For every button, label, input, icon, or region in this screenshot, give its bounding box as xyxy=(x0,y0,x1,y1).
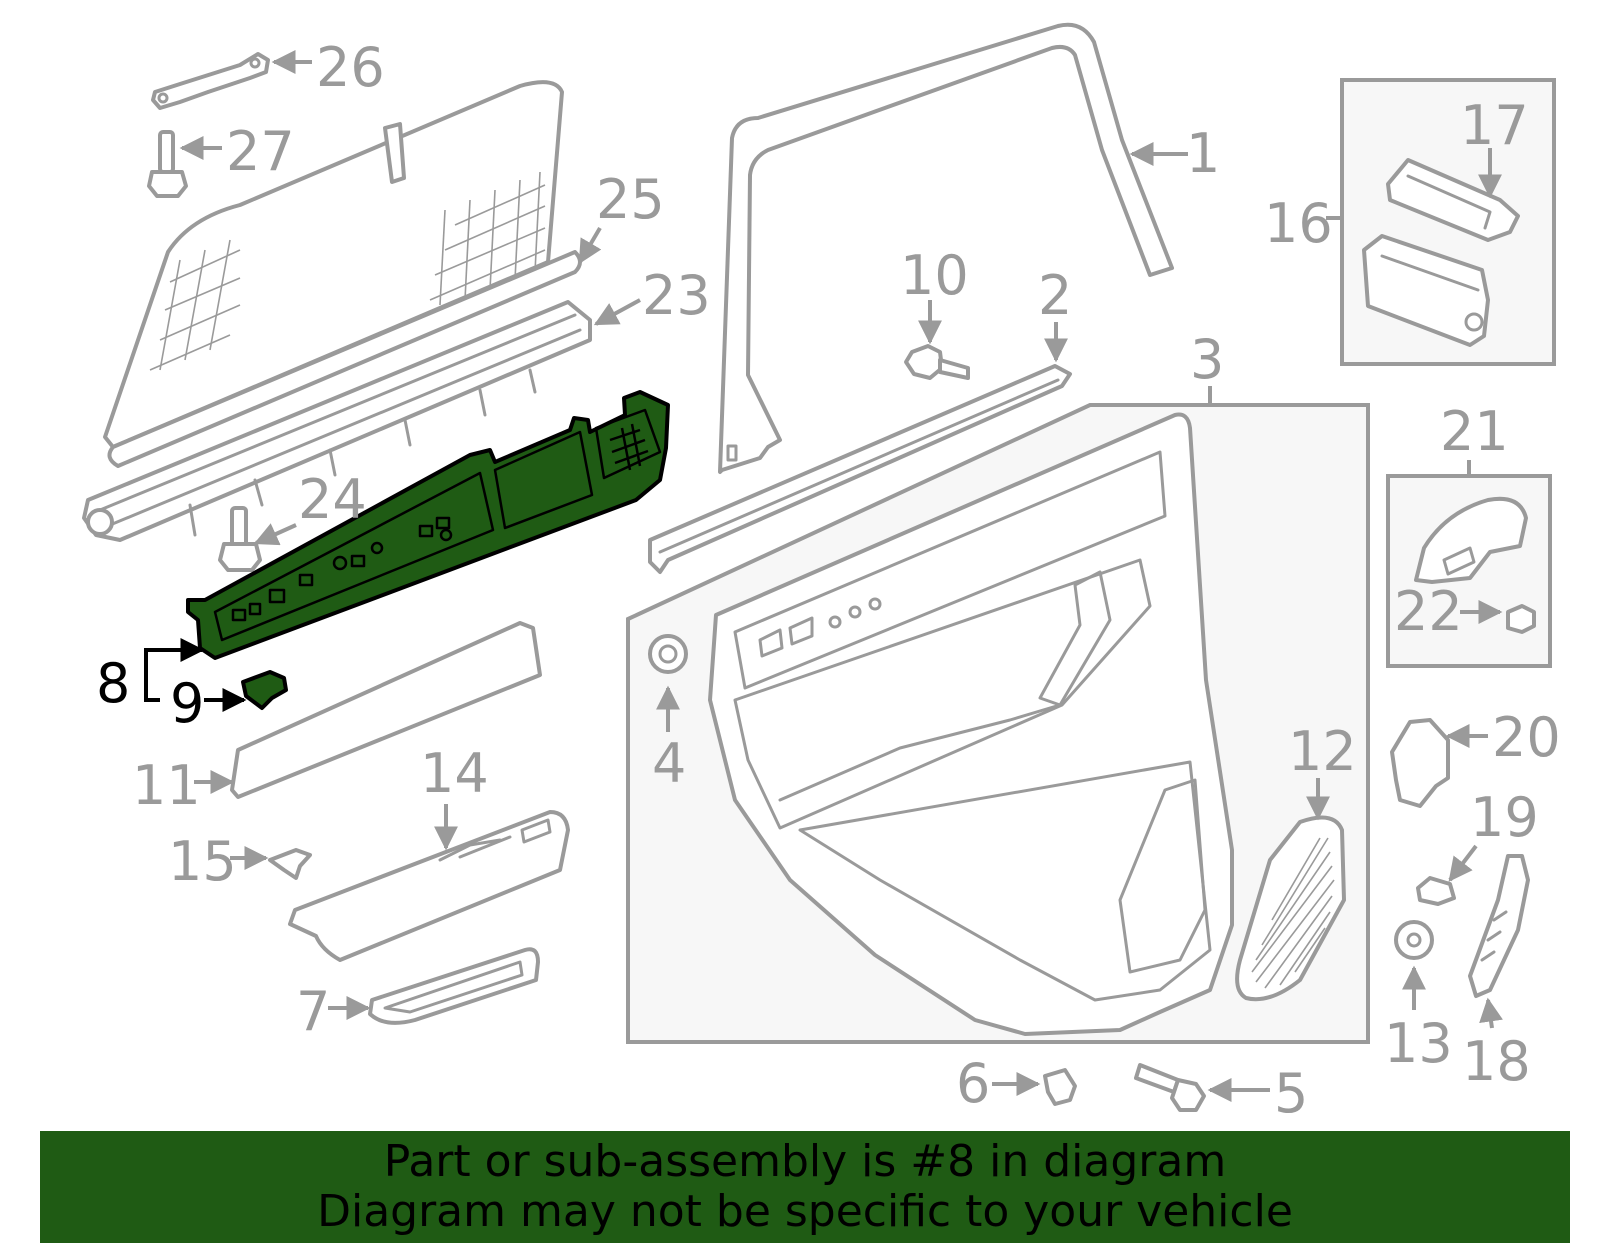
part-22-screw xyxy=(1506,604,1536,634)
callout-14: 14 xyxy=(420,742,489,805)
part-9-clip xyxy=(241,670,288,710)
part-2-belt-seal xyxy=(648,364,1072,574)
callout-25: 25 xyxy=(596,168,665,231)
callout-19: 19 xyxy=(1470,786,1539,849)
callout-1: 1 xyxy=(1186,122,1220,185)
part-23-rail xyxy=(82,300,592,542)
highlight-leaders xyxy=(144,638,247,712)
part-1-frame-moulding xyxy=(718,22,1174,474)
info-banner: Part or sub-assembly is #8 in diagram Di… xyxy=(40,1131,1570,1243)
part-14-armrest xyxy=(288,810,570,962)
callout-24: 24 xyxy=(298,468,367,531)
callout-2: 2 xyxy=(1038,264,1072,327)
callout-15: 15 xyxy=(168,830,237,893)
part-16-switch-assembly xyxy=(1340,78,1556,366)
part-18-trim-strip xyxy=(1468,854,1530,998)
part-11-trim-strip xyxy=(230,621,542,799)
callout-21: 21 xyxy=(1440,400,1509,463)
part-19-clip xyxy=(1416,876,1456,906)
part-4-clip xyxy=(648,634,688,674)
callout-7: 7 xyxy=(296,980,330,1043)
callout-8: 8 xyxy=(96,652,130,715)
part-10-bolt xyxy=(904,344,970,380)
callout-3: 3 xyxy=(1190,328,1224,391)
part-3-door-trim-panel xyxy=(626,403,1370,1044)
part-13-cap xyxy=(1394,920,1434,960)
banner-line-1: Part or sub-assembly is #8 in diagram xyxy=(383,1136,1227,1187)
callout-10: 10 xyxy=(900,244,969,307)
part-27-bolt xyxy=(147,130,188,198)
callout-17: 17 xyxy=(1460,94,1529,157)
part-15-clip xyxy=(268,848,312,880)
callout-6: 6 xyxy=(956,1052,990,1115)
part-5-bolt xyxy=(1134,1063,1206,1112)
banner-line-2: Diagram may not be specific to your vehi… xyxy=(317,1186,1293,1237)
callout-5: 5 xyxy=(1274,1062,1308,1125)
callout-11: 11 xyxy=(132,754,201,817)
callout-22: 22 xyxy=(1394,580,1463,643)
callout-26: 26 xyxy=(316,36,385,99)
leader-lines xyxy=(179,50,1503,1102)
part-21-door-handle xyxy=(1386,474,1552,668)
callout-9: 9 xyxy=(170,672,204,735)
callout-20: 20 xyxy=(1492,706,1561,769)
part-26-bracket xyxy=(151,52,270,110)
callout-18: 18 xyxy=(1462,1030,1531,1093)
callout-labels: 26 27 25 23 24 1 10 2 3 17 16 21 22 20 1… xyxy=(96,36,1561,1125)
part-7-insert xyxy=(368,947,540,1025)
part-6-push-clip xyxy=(1043,1068,1077,1106)
callout-13: 13 xyxy=(1384,1012,1453,1075)
part-24-bolt xyxy=(218,506,262,572)
callout-12: 12 xyxy=(1288,720,1357,783)
callout-23: 23 xyxy=(642,264,711,327)
part-20-switch xyxy=(1390,718,1450,808)
part-25-sunshade xyxy=(103,80,582,468)
callout-4: 4 xyxy=(652,732,686,795)
callout-16: 16 xyxy=(1264,192,1333,255)
callout-27: 27 xyxy=(226,120,295,183)
part-8-armrest-carrier xyxy=(186,390,670,660)
part-12-speaker-grille xyxy=(1235,815,1346,1002)
